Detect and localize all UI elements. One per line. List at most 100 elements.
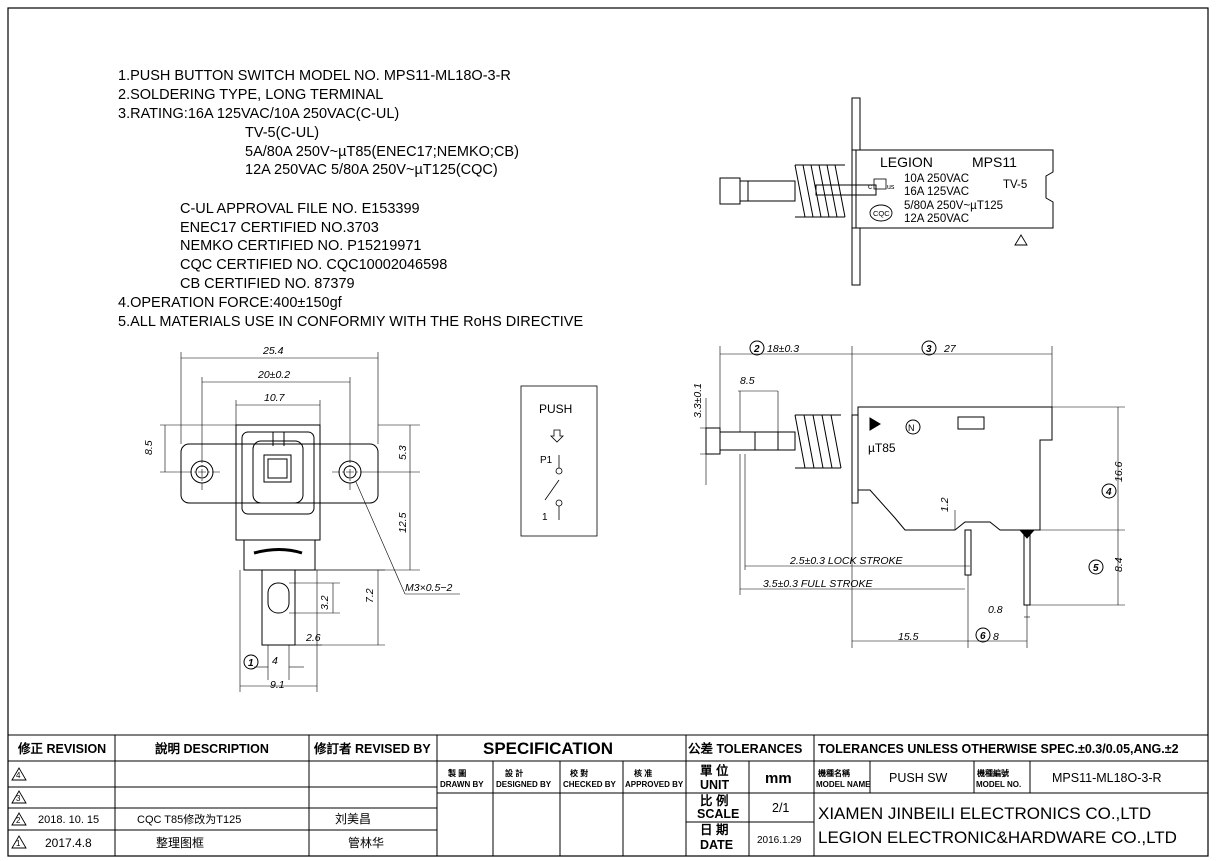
front-view — [180, 424, 379, 680]
spec-line-enec: 5A/80A 250V~µT85(ENEC17;NEMKO;CB) — [245, 144, 519, 160]
label-rating-2: 16A 125VAC — [904, 186, 969, 198]
scale-value: 2/1 — [772, 801, 789, 815]
company-1: XIAMEN JINBEILI ELECTRONICS CO.,LTD — [818, 804, 1151, 823]
spec-line-rohs: 5.ALL MATERIALS USE IN CONFORMIY WITH TH… — [118, 314, 584, 330]
item-2-bubble-icon — [749, 340, 765, 356]
circuit-frame — [520, 385, 598, 537]
title-block-lines — [8, 734, 1208, 856]
model-name-value: PUSH SW — [889, 771, 948, 785]
revision-by: 管林华 — [348, 835, 384, 850]
label-rating-3: 5/80A 250V~µT125 — [904, 200, 1003, 212]
approved-cn: 核 准 — [634, 768, 652, 778]
model-no-label: MODEL NO. — [976, 780, 1021, 789]
dim-3-2: 3.2 — [319, 595, 331, 610]
model-no-value: MPS11-ML18O-3-R — [1052, 771, 1162, 785]
dim-18: 18±0.3 — [767, 343, 799, 355]
revision-mark: 2 — [16, 816, 21, 825]
hdr-tol-note: TOLERANCES UNLESS OTHERWISE SPEC.±0.3/0.… — [818, 742, 1179, 756]
bubble-2-label: 2 — [753, 344, 760, 355]
circuit-symbol: PUSH P1 1 — [520, 385, 598, 537]
label-us-mark: us — [887, 184, 895, 191]
spec-line-tv5: TV-5(C-UL) — [245, 125, 320, 141]
revision-rows: 4 3 2 2018. 10. 15 CQC T85修改为T125 刘美昌 1 … — [11, 767, 384, 850]
checked-by: CHECKED BY — [563, 780, 617, 789]
dim-4: 4 — [272, 655, 278, 667]
side-view-marks: N µT85 — [868, 423, 915, 455]
sheet-border — [7, 7, 1209, 857]
revision-triangle-icon — [11, 835, 27, 849]
checked-cn: 校 對 — [570, 768, 588, 778]
circuit-p1: P1 — [540, 455, 553, 466]
hdr-tolerances: 公差 TOLERANCES — [688, 741, 802, 756]
revision-triangle-icon — [11, 812, 27, 826]
date-value: 2016.1.29 — [757, 835, 802, 846]
revision-row: 3 — [11, 790, 27, 804]
full-stroke: 3.5±0.3 FULL STROKE — [763, 578, 873, 590]
dim-10-7: 10.7 — [264, 392, 286, 404]
unit-cn: 單 位 — [700, 763, 729, 778]
revision-desc: 整理图框 — [156, 835, 204, 850]
label-cqc: CQC — [873, 209, 890, 218]
spec-line-enec17-no: ENEC17 CERTIFIED NO.3703 — [180, 220, 379, 236]
circuit-1: 1 — [542, 512, 548, 523]
spec-line-nemko-no: NEMKO CERTIFIED NO. P15219971 — [180, 238, 422, 254]
item-4-bubble-icon — [1101, 483, 1117, 499]
dim-12-5: 12.5 — [397, 512, 409, 533]
label-rating-4: 12A 250VAC — [904, 213, 969, 225]
unit-label: UNIT — [700, 778, 730, 792]
model-no-cn: 機種編號 — [977, 768, 1009, 778]
item-5-bubble-icon — [1088, 559, 1104, 575]
designed-by: DESIGNED BY — [496, 780, 552, 789]
item-3-bubble-icon — [921, 340, 937, 356]
circuit-push: PUSH — [539, 402, 572, 416]
label-rating-1: 10A 250VAC — [904, 173, 969, 185]
dim-1-2: 1.2 — [939, 497, 951, 512]
revision-mark: 1 — [16, 839, 21, 848]
revision-date: 2017.4.8 — [45, 836, 92, 850]
bubble-4-label: 4 — [1105, 487, 1112, 498]
dim-15-5: 15.5 — [898, 631, 919, 643]
spec-line-cb-no: CB CERTIFIED NO. 87379 — [180, 276, 355, 292]
spec-line-cqc-no: CQC CERTIFIED NO. CQC10002046598 — [180, 257, 448, 273]
revision-mark: 3 — [16, 794, 21, 803]
revision-triangle-icon — [11, 767, 27, 781]
unit-value: mm — [765, 770, 792, 787]
label-tv5: TV-5 — [1003, 179, 1027, 191]
front-view-dim-text: 25.4 20±0.2 10.7 8.5 5.3 12.5 7.2 3.2 2.… — [143, 345, 452, 691]
spec-line-cqc-rating: 12A 250VAC 5/80A 250V~µT125(CQC) — [245, 162, 498, 178]
n-mark: N — [908, 423, 915, 433]
dim-16-6: 16.6 — [1113, 461, 1125, 482]
revision-row: 4 — [11, 767, 27, 781]
approved-by: APPROVED BY — [625, 780, 684, 789]
scale-label: SCALE — [697, 807, 739, 821]
dim-8-5-front: 8.5 — [143, 440, 155, 455]
label-brand: LEGION — [880, 154, 933, 170]
revision-desc: CQC T85修改为T125 — [137, 812, 241, 826]
hdr-description: 說明 DESCRIPTION — [155, 741, 269, 756]
side-view — [705, 406, 1053, 606]
switch-label-view — [719, 97, 1054, 286]
spec-line-force: 4.OPERATION FORCE:400±150gf — [118, 295, 342, 311]
cqc-mark-icon — [869, 204, 893, 222]
dim-0-8: 0.8 — [988, 604, 1003, 616]
screw-callout: M3×0.5−2 — [405, 582, 452, 594]
item-1-bubble-icon — [243, 654, 259, 670]
dim-20: 20±0.2 — [257, 369, 290, 381]
company-2: LEGION ELECTRONIC&HARDWARE CO.,LTD — [818, 828, 1177, 847]
scale-cn: 比 例 — [700, 793, 728, 808]
drawn-cn: 製 圖 — [447, 768, 466, 778]
side-view-dimensions — [700, 346, 1125, 648]
push-arrow-icon — [550, 429, 564, 443]
revision-row: 2 2018. 10. 15 CQC T85修改为T125 刘美昌 — [11, 812, 371, 826]
date-label: DATE — [700, 838, 733, 852]
revision-triangle-icon — [11, 790, 27, 804]
bubble-1-label: 1 — [248, 658, 254, 669]
bubble-5-label: 5 — [1093, 563, 1099, 574]
revision-row: 1 2017.4.8 整理图框 管林华 — [11, 835, 384, 850]
spec-line-model: 1.PUSH BUTTON SWITCH MODEL NO. MPS11-ML1… — [118, 68, 511, 84]
label-c-mark: c — [868, 182, 872, 191]
front-view-dimensions — [160, 352, 460, 692]
label-model: MPS11 — [972, 154, 1017, 170]
lock-stroke: 2.5±0.3 LOCK STROKE — [789, 555, 904, 567]
